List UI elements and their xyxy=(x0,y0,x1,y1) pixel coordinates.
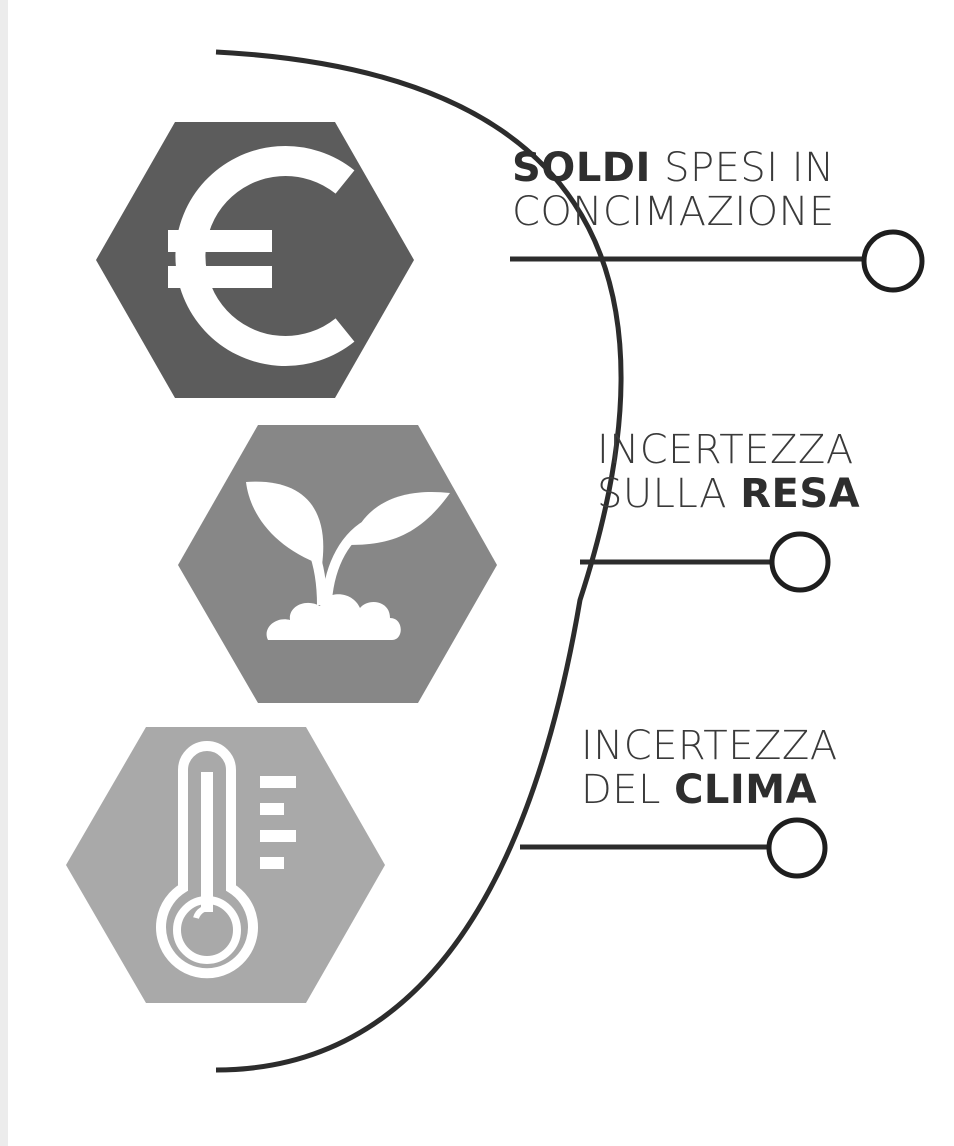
connector-dot-3 xyxy=(766,817,828,879)
label-1-bold: SOLDI xyxy=(512,145,651,191)
hexagon-euro xyxy=(96,122,414,398)
label-3-prefix: DEL xyxy=(581,767,675,813)
connector-dot-1 xyxy=(861,229,925,293)
label-2-line-2: SULLA RESA xyxy=(597,472,860,516)
euro-icon xyxy=(168,146,355,366)
label-2-bold: RESA xyxy=(740,471,861,517)
label-1-line-1: SOLDI SPESI IN xyxy=(512,146,835,190)
hexagon-sprout xyxy=(178,425,497,703)
label-1-line-2: CONCIMAZIONE xyxy=(512,189,835,235)
sprout-icon xyxy=(246,481,450,640)
label-2-prefix: SULLA xyxy=(597,471,741,517)
label-money-spent: SOLDI SPESI IN CONCIMAZIONE xyxy=(512,146,835,234)
label-3-line-1: INCERTEZZA xyxy=(581,723,838,769)
left-edge-strip xyxy=(0,0,8,1146)
thermometer-icon xyxy=(156,741,296,979)
label-climate-uncertainty: INCERTEZZA DEL CLIMA xyxy=(581,724,838,812)
label-2-line-1: INCERTEZZA xyxy=(597,427,854,473)
main-arc xyxy=(215,49,624,1073)
hexagon-thermometer xyxy=(66,727,385,1003)
label-3-bold: CLIMA xyxy=(674,767,818,813)
label-yield-uncertainty: INCERTEZZA SULLA RESA xyxy=(597,428,860,516)
connector-dot-2 xyxy=(769,531,831,593)
label-3-line-2: DEL CLIMA xyxy=(581,768,838,812)
label-1-rest: SPESI IN xyxy=(650,145,835,191)
